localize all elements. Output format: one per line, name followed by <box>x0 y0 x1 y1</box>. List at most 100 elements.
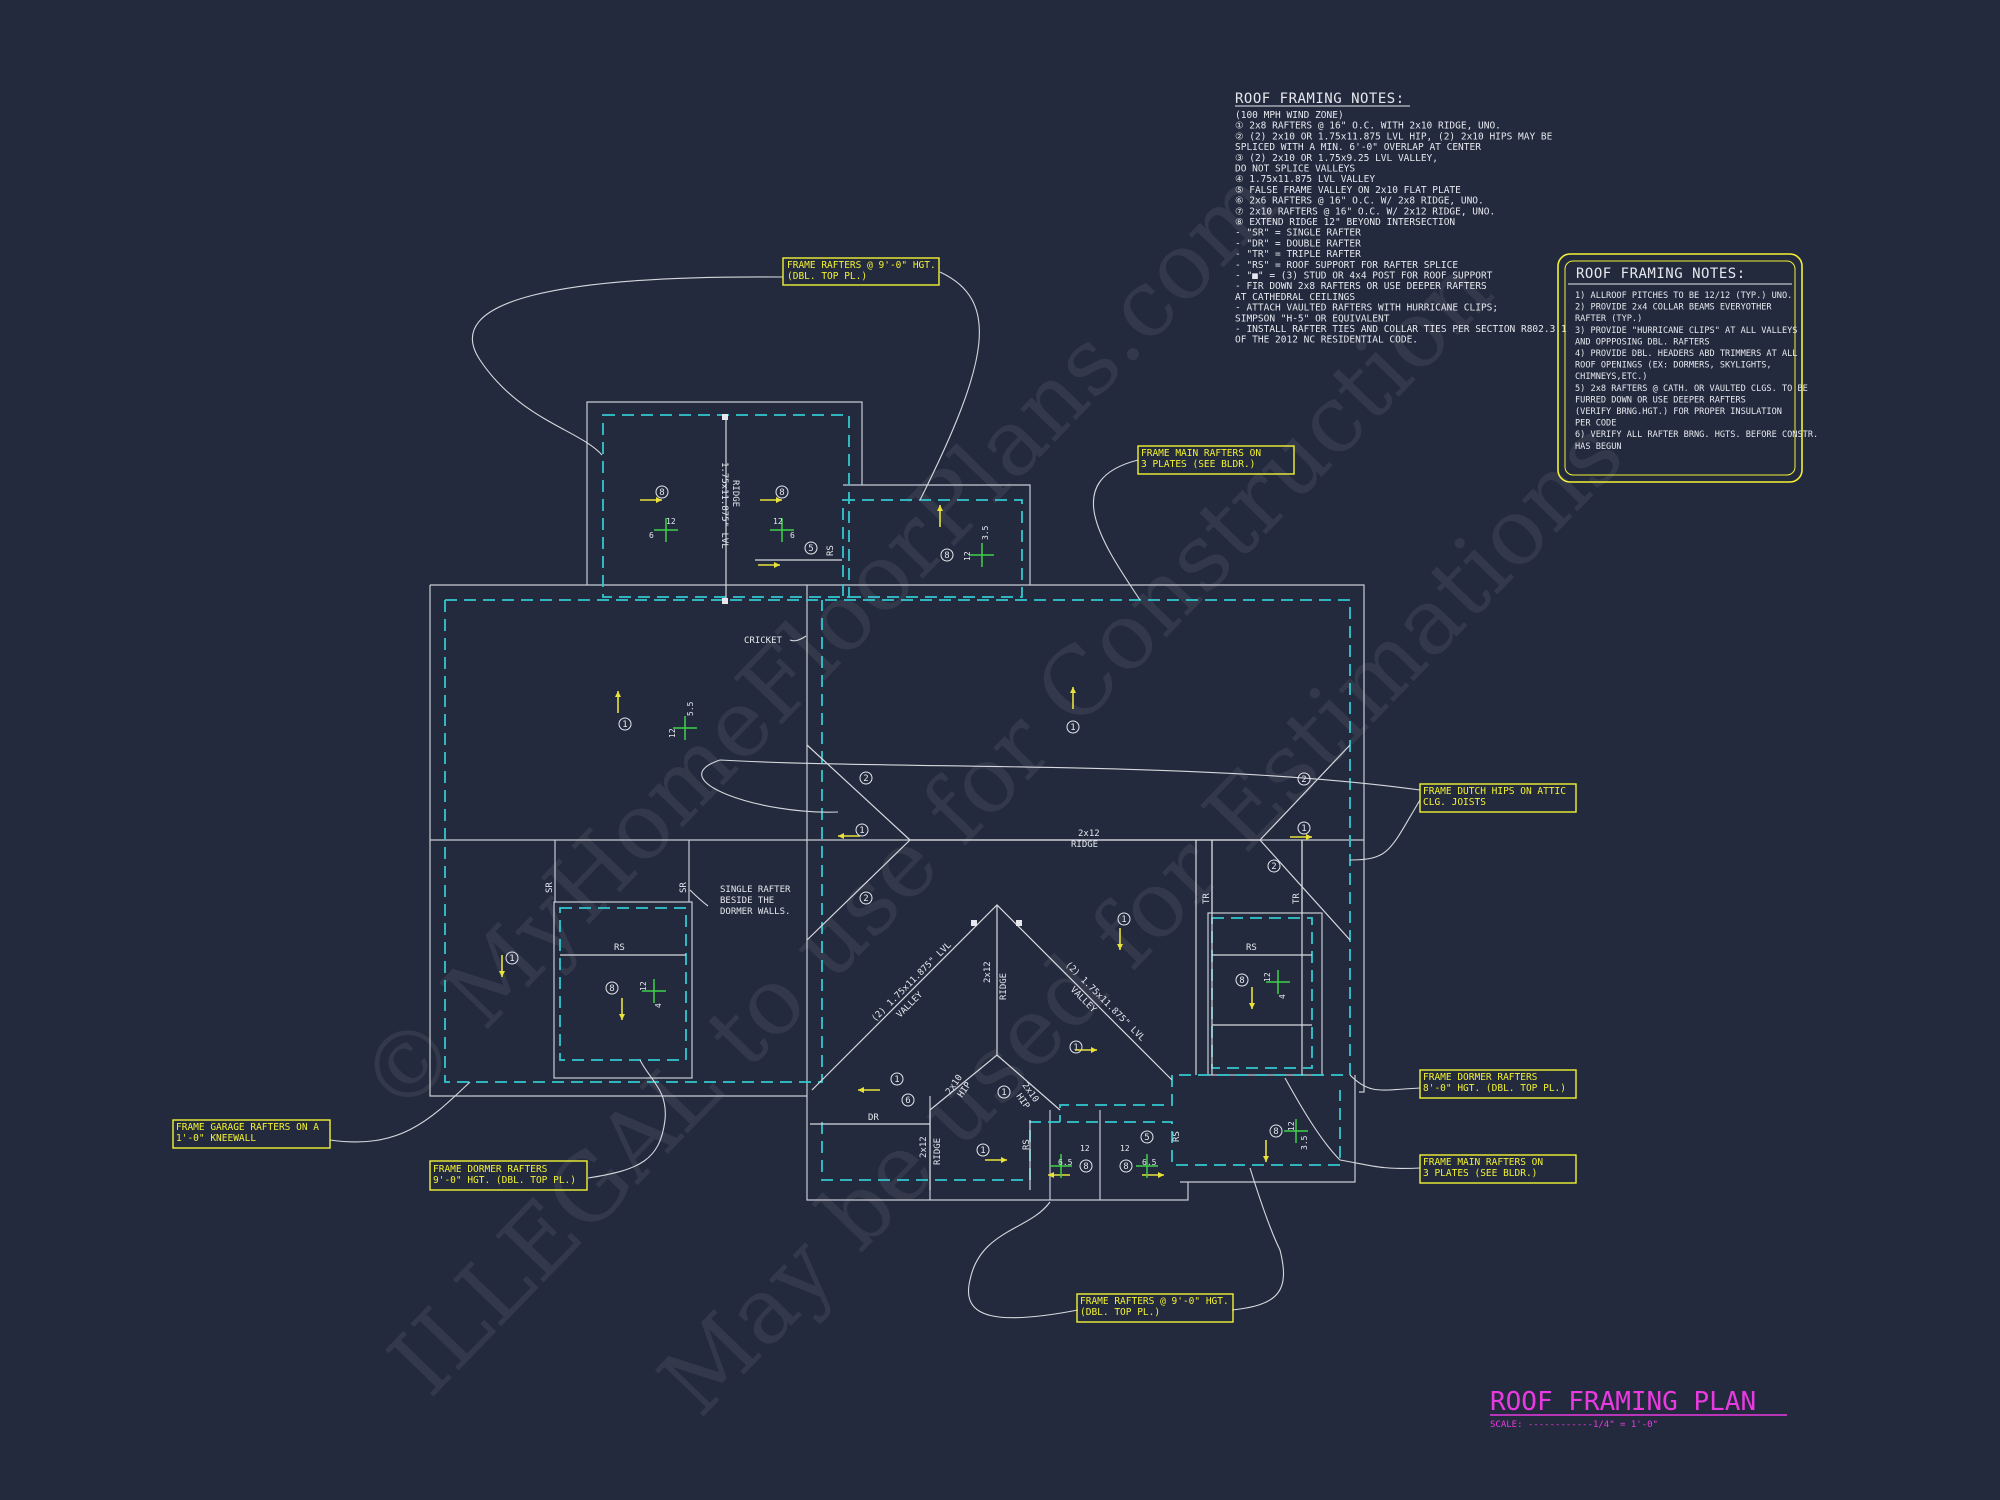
svg-text:12: 12 <box>668 728 677 738</box>
rafter-direction-arrow <box>1075 1047 1097 1053</box>
marker-6: 8 <box>1119 1159 1133 1173</box>
roof-notes-box-line: 6) VERIFY ALL RAFTER BRNG. HGTS. BEFORE … <box>1575 430 1818 440</box>
svg-text:5: 5 <box>1144 1133 1149 1143</box>
roof-notes-top-line: SPLICED WITH A MIN. 6'-0" OVERLAP AT CEN… <box>1235 142 1481 153</box>
roof-notes-box-line: 1) ALLROOF PITCHES TO BE 12/12 (TYP.) UN… <box>1575 291 1792 301</box>
roof-notes-top-line: ④ 1.75x11.875 LVL VALLEY <box>1235 174 1375 185</box>
roof-notes-box-line: 3) PROVIDE "HURRICANE CLIPS" AT ALL VALL… <box>1575 326 1797 336</box>
rs-label-bottom: RS <box>1022 1139 1032 1150</box>
svg-text:6: 6 <box>649 531 654 540</box>
svg-text:12: 12 <box>1263 972 1272 982</box>
svg-text:1: 1 <box>859 826 864 836</box>
roof-notes-box-line: 4) PROVIDE DBL. HEADERS ABD TRIMMERS AT … <box>1575 349 1797 359</box>
callout-main-rafters-upper-line1: FRAME MAIN RAFTERS ON <box>1141 448 1261 459</box>
svg-text:12: 12 <box>1080 1144 1090 1153</box>
roof-notes-top-line: ⑤ FALSE FRAME VALLEY ON 2x10 FLAT PLATE <box>1235 185 1461 196</box>
callout-dormer-right: FRAME DORMER RAFTERS 8'-0" HGT. (DBL. TO… <box>1419 1069 1577 1099</box>
marker-1: 1 <box>1297 821 1311 835</box>
roof-notes-top-line: ① 2x8 RAFTERS @ 16" O.C. WITH 2x10 RIDGE… <box>1235 121 1501 132</box>
marker-6: 8 <box>1079 1159 1093 1173</box>
callout-dutch-hips-line1: FRAME DUTCH HIPS ON ATTIC <box>1423 786 1566 797</box>
wall-outlines <box>429 401 1365 1201</box>
callout-dormer-left-line1: FRAME DORMER RAFTERS <box>433 1164 548 1175</box>
marker-6: 8 <box>940 548 954 562</box>
marker-6: 8 <box>605 981 619 995</box>
marker-6: 8 <box>655 485 669 499</box>
callout-garage-rafters: FRAME GARAGE RAFTERS ON A 1'-0" KNEEWALL <box>172 1119 331 1149</box>
callout-top-rafters-line1: FRAME RAFTERS @ 9'-0" HGT. <box>787 260 936 271</box>
roof-notes-top-line: - "DR" = DOUBLE RAFTER <box>1235 238 1361 249</box>
svg-text:1: 1 <box>980 1146 985 1156</box>
roof-notes-top-line: - "SR" = SINGLE RAFTER <box>1235 228 1361 239</box>
roof-notes-top-line: ⑦ 2x10 RAFTERS @ 16" O.C. W/ 2x12 RIDGE,… <box>1235 206 1495 217</box>
svg-text:8: 8 <box>1273 1127 1278 1137</box>
rafter-direction-arrow <box>1249 987 1255 1009</box>
callout-top-rafters-line2: (DBL. TOP PL.) <box>787 271 867 282</box>
callout-dormer-left: FRAME DORMER RAFTERS 9'-0" HGT. (DBL. TO… <box>429 1160 588 1191</box>
roof-notes-box-line: 5) 2x8 RAFTERS @ CATH. OR VAULTED CLGS. … <box>1575 384 1808 394</box>
roof-notes-box-line: FURRED DOWN OR USE DEEPER RAFTERS <box>1575 395 1746 405</box>
rafter-direction-arrow <box>985 1157 1007 1163</box>
pitch-symbol: 126 <box>649 517 678 542</box>
main-ridge-size: 2x12 <box>1078 829 1100 839</box>
svg-text:4: 4 <box>654 1003 663 1008</box>
roof-notes-top-line: OF THE 2012 NC RESIDENTIAL CODE. <box>1235 335 1418 346</box>
roof-notes-top-line: ⑥ 2x6 RAFTERS @ 16" O.C. W/ 2x8 RIDGE, U… <box>1235 196 1484 207</box>
svg-text:12: 12 <box>773 517 783 526</box>
rafter-arrows <box>499 497 1312 1178</box>
callout-main-rafters-lower-line1: FRAME MAIN RAFTERS ON <box>1423 1157 1543 1168</box>
pitch-symbols: 126 126 12 3.5 12 5.5 12 4 12 4 12 <box>639 517 1309 1178</box>
marker-2: 2 <box>1297 772 1311 786</box>
watermark-line-2: ILLEGAL to use for Construction <box>369 236 1513 1415</box>
roof-notes-top-line: AT CATHEDRAL CEILINGS <box>1235 292 1355 303</box>
marker-1: 1 <box>618 717 632 731</box>
svg-text:12: 12 <box>963 551 972 561</box>
callout-dormer-right-line1: FRAME DORMER RAFTERS <box>1423 1072 1538 1083</box>
pitch-symbol: 12 4 <box>639 979 666 1008</box>
callout-dormer-right-line2: 8'-0" HGT. (DBL. TOP PL.) <box>1423 1083 1566 1094</box>
roof-notes-box-line: RAFTER (TYP.) <box>1575 314 1642 324</box>
svg-text:8: 8 <box>1083 1162 1088 1172</box>
marker-5: 5 <box>804 541 818 555</box>
marker-2: 2 <box>859 771 873 785</box>
rafter-direction-arrow <box>1070 687 1076 709</box>
svg-text:2: 2 <box>1301 775 1306 785</box>
roof-notes-top-line: ③ (2) 2x10 OR 1.75x9.25 LVL VALLEY, <box>1235 153 1438 164</box>
sr-label-right: SR <box>679 882 689 893</box>
marker-1: 1 <box>890 1072 904 1086</box>
callout-garage-rafters-line2: 1'-0" KNEEWALL <box>176 1133 256 1144</box>
rs-label-upper: RS <box>826 545 836 556</box>
svg-text:2: 2 <box>863 774 868 784</box>
rafter-direction-arrow <box>619 998 625 1020</box>
rafter-direction-arrow <box>1290 834 1312 840</box>
pitch-symbol: 12 6.5 <box>1120 1144 1158 1178</box>
pitch-symbol: 12 5.5 <box>668 701 697 740</box>
rafter-direction-arrow <box>1048 1172 1070 1178</box>
svg-text:8: 8 <box>779 488 784 498</box>
rs-label-right-bottom: RS <box>1172 1131 1182 1142</box>
callout-bottom-rafters-line2: (DBL. TOP PL.) <box>1080 1307 1160 1318</box>
roof-notes-box-title: ROOF FRAMING NOTES: <box>1576 266 1746 282</box>
pitch-symbol: 12 3.5 <box>963 525 994 567</box>
roof-notes-top-title: ROOF FRAMING NOTES: <box>1235 91 1405 107</box>
svg-text:8: 8 <box>1123 1162 1128 1172</box>
marker-6: 8 <box>1269 1124 1283 1138</box>
svg-text:1: 1 <box>622 720 627 730</box>
svg-text:1: 1 <box>1073 1043 1078 1053</box>
svg-text:8: 8 <box>659 488 664 498</box>
bottom-ridge-size: 2x12 <box>919 1136 929 1158</box>
rs-label-right-dormer: RS <box>1246 943 1257 953</box>
lvl-ridge-size: 1.75x11.875" LVL <box>719 462 729 549</box>
marker-1: 1 <box>505 951 519 965</box>
svg-text:1: 1 <box>1121 915 1126 925</box>
svg-text:6.5: 6.5 <box>1058 1158 1073 1167</box>
callout-main-rafters-upper-line2: 3 PLATES (SEE BLDR.) <box>1141 459 1255 470</box>
roof-notes-box-line: 2) PROVIDE 2x4 COLLAR BEAMS EVERYOTHER <box>1575 303 1772 313</box>
svg-text:1: 1 <box>1001 1088 1006 1098</box>
callout-main-rafters-lower: FRAME MAIN RAFTERS ON 3 PLATES (SEE BLDR… <box>1419 1154 1577 1184</box>
marker-5: 5 <box>1140 1130 1154 1144</box>
svg-text:12: 12 <box>1287 1121 1296 1131</box>
svg-text:1: 1 <box>1070 723 1075 733</box>
cricket-label: CRICKET <box>744 636 783 646</box>
svg-text:1: 1 <box>894 1075 899 1085</box>
